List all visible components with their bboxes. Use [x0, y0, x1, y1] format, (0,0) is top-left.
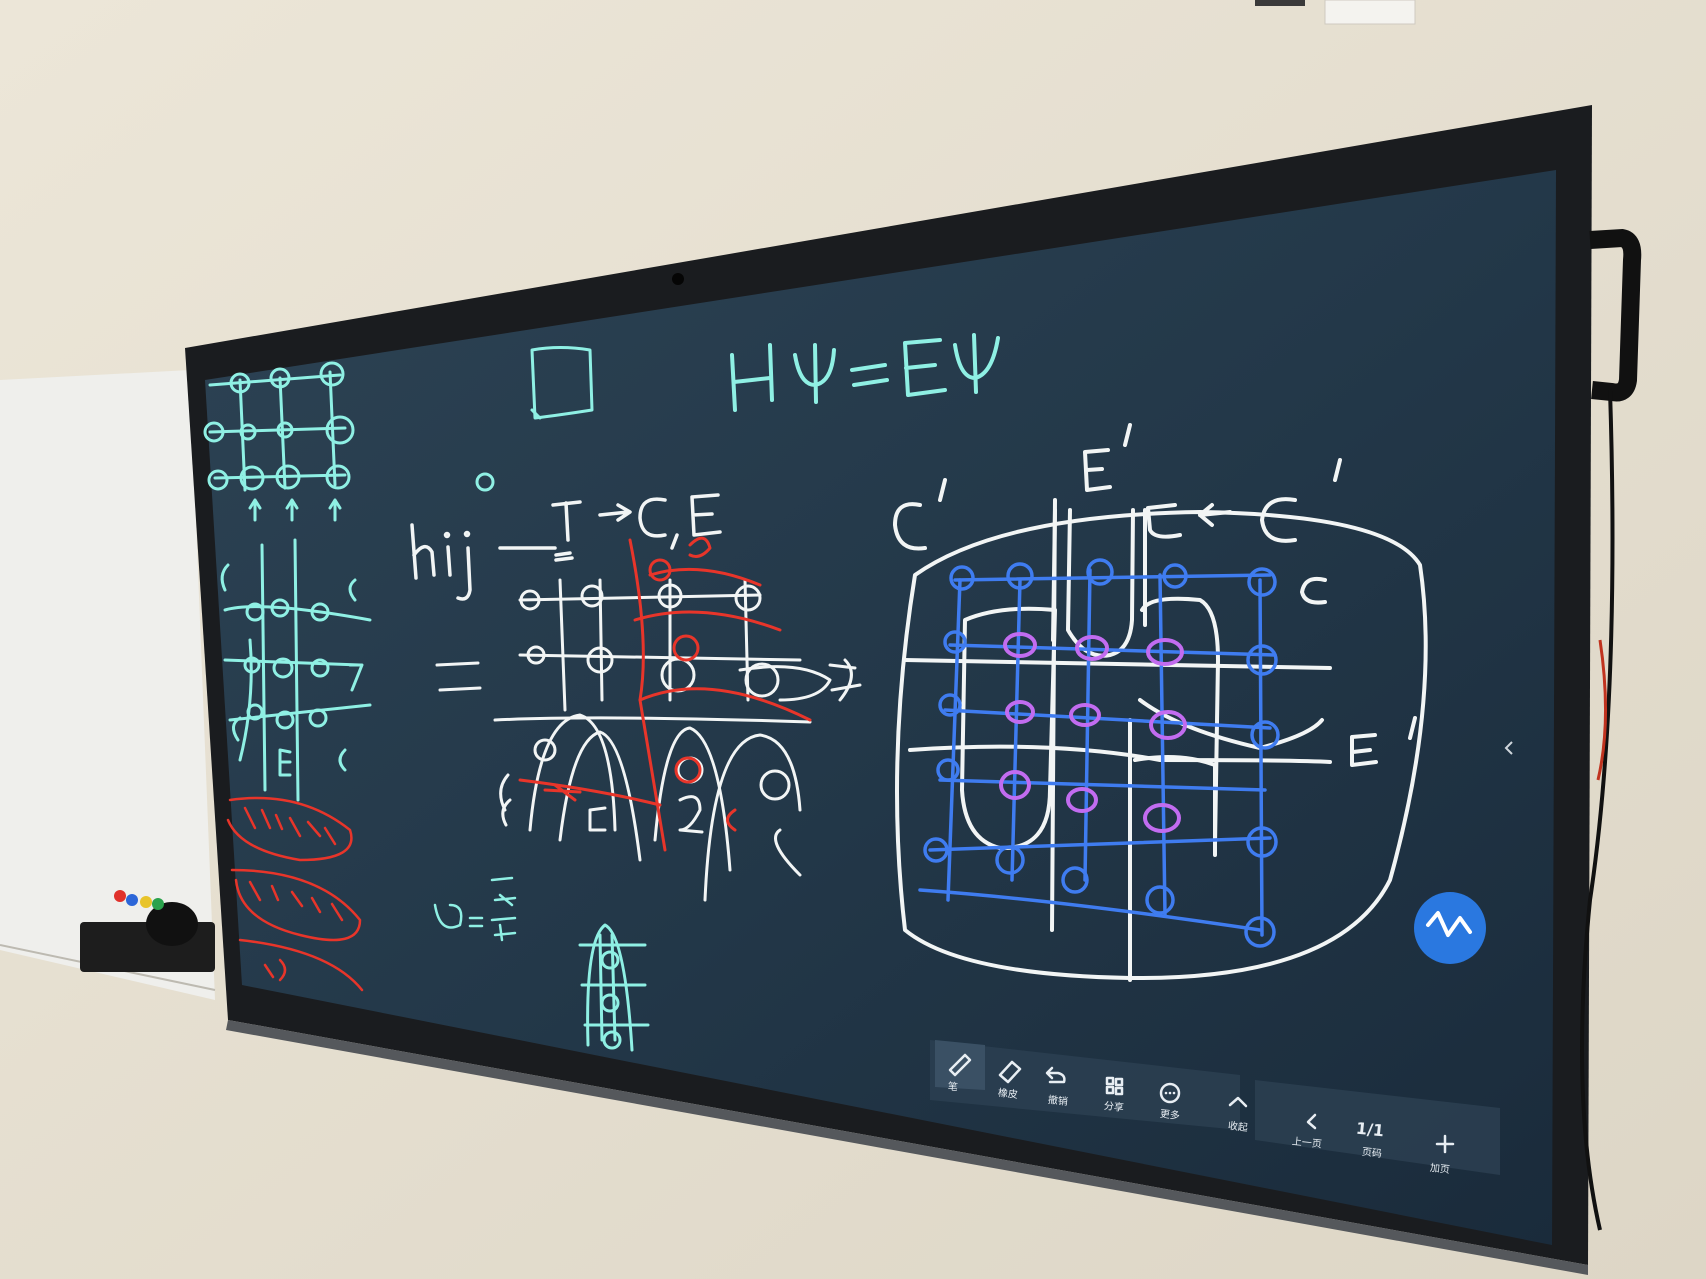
side-drawer-arrow[interactable] [1504, 741, 1513, 755]
right-outer-loop [895, 498, 1428, 982]
float-icon [1426, 911, 1472, 937]
toolbar-label-page: 页码 [1361, 1146, 1383, 1161]
toolbar-label-eraser[interactable]: 橡皮 [997, 1087, 1019, 1102]
pen-active-highlight [935, 1040, 985, 1090]
schrodinger-equation [730, 333, 1000, 412]
right-purple-nodes [999, 632, 1187, 833]
smart-board-screen [205, 170, 1556, 1245]
t-to-ce-label [551, 493, 722, 562]
more-icon [1159, 1082, 1181, 1104]
toolbar-label-collapse[interactable]: 收起 [1227, 1120, 1249, 1135]
webcam [672, 273, 684, 285]
pen-icon [948, 1053, 972, 1077]
eraser-icon [998, 1060, 1022, 1084]
undo-icon [1045, 1066, 1066, 1084]
chevron-up-icon [1228, 1096, 1248, 1108]
right-blue-lattice [918, 558, 1280, 948]
toolbar-label-prev[interactable]: 上一页 [1291, 1136, 1323, 1151]
center-diagram [435, 578, 862, 902]
floating-tool-button[interactable] [1414, 892, 1486, 964]
phi-formula [433, 876, 517, 942]
plus-icon [1435, 1134, 1455, 1154]
hij-label [410, 523, 557, 601]
bottom-small-diagram [578, 923, 650, 1052]
marker-tray [80, 890, 215, 972]
chevron-left-icon [1306, 1113, 1317, 1130]
toolbar-label-more[interactable]: 更多 [1159, 1108, 1181, 1123]
red-notes [226, 796, 364, 992]
square-symbol [530, 346, 594, 420]
left-contraction-diagram [220, 538, 372, 802]
center-red-overlay [518, 536, 812, 852]
page-indicator: 1/1 [1355, 1118, 1386, 1141]
toolbar-label-pen[interactable]: 笔 [947, 1081, 959, 1094]
bottom-toolbar [930, 1040, 1500, 1175]
display-handle [1589, 228, 1642, 402]
toolbar-label-share[interactable]: 分享 [1103, 1100, 1125, 1115]
toolbar-label-add[interactable]: 加页 [1429, 1162, 1451, 1177]
qr-share-icon [1105, 1076, 1124, 1096]
toolbar-label-undo[interactable]: 撤销 [1047, 1094, 1069, 1109]
wall-socket [1324, 0, 1416, 25]
right-labels [893, 423, 1417, 767]
top-left-lattice [203, 361, 355, 522]
side-whiteboard [0, 370, 215, 1000]
